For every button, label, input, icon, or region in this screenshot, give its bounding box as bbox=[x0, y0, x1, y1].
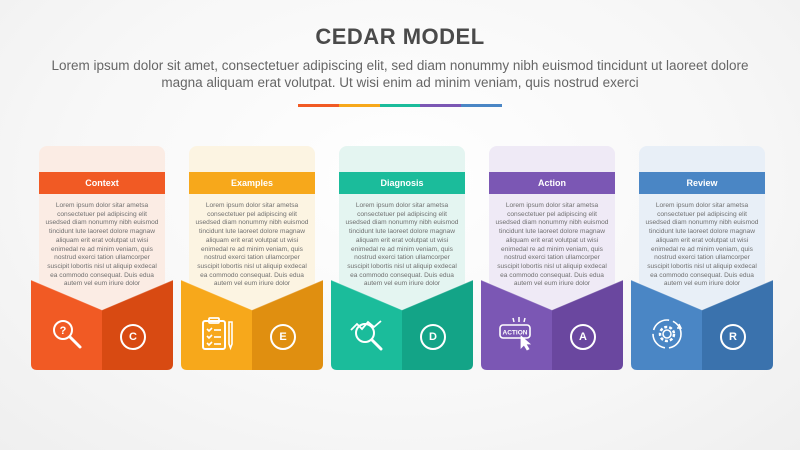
stage-header: Review bbox=[639, 172, 765, 194]
divider-segment bbox=[461, 104, 502, 107]
stage-header: Context bbox=[39, 172, 165, 194]
page-title: CEDAR MODEL bbox=[315, 24, 485, 49]
divider-segment bbox=[298, 104, 339, 107]
magnifier-question-icon: ? bbox=[49, 316, 85, 352]
clipboard-checklist-icon bbox=[199, 316, 235, 352]
stage-letter-badge: D bbox=[420, 324, 446, 350]
divider-segment bbox=[379, 104, 421, 107]
page-subtitle: Lorem ipsum dolor sit amet, consectetuer… bbox=[51, 58, 749, 90]
svg-text:?: ? bbox=[60, 325, 67, 337]
magnifier-chart-icon bbox=[349, 316, 385, 352]
stage-description: Lorem ipsum dolor sitar ametsa consectet… bbox=[345, 202, 459, 288]
stage-description: Lorem ipsum dolor sitar ametsa consectet… bbox=[45, 202, 159, 288]
divider-segment bbox=[420, 104, 462, 107]
stage-letter-badge: C bbox=[120, 324, 146, 350]
stage-header: Examples bbox=[189, 172, 315, 194]
stage-header: Action bbox=[489, 172, 615, 194]
stage-letter-badge: R bbox=[720, 324, 746, 350]
svg-text:ACTION: ACTION bbox=[503, 330, 528, 337]
stage-description: Lorem ipsum dolor sitar ametsa consectet… bbox=[495, 202, 609, 288]
stage-description: Lorem ipsum dolor sitar ametsa consectet… bbox=[195, 202, 309, 288]
action-click-icon: ACTION bbox=[499, 316, 535, 352]
stage-header: Diagnosis bbox=[339, 172, 465, 194]
title-divider bbox=[298, 104, 502, 107]
stage-description: Lorem ipsum dolor sitar ametsa consectet… bbox=[645, 202, 759, 288]
stage-letter-badge: A bbox=[570, 324, 596, 350]
divider-segment bbox=[338, 104, 380, 107]
gear-cycle-icon bbox=[649, 316, 685, 352]
stage-letter-badge: E bbox=[270, 324, 296, 350]
